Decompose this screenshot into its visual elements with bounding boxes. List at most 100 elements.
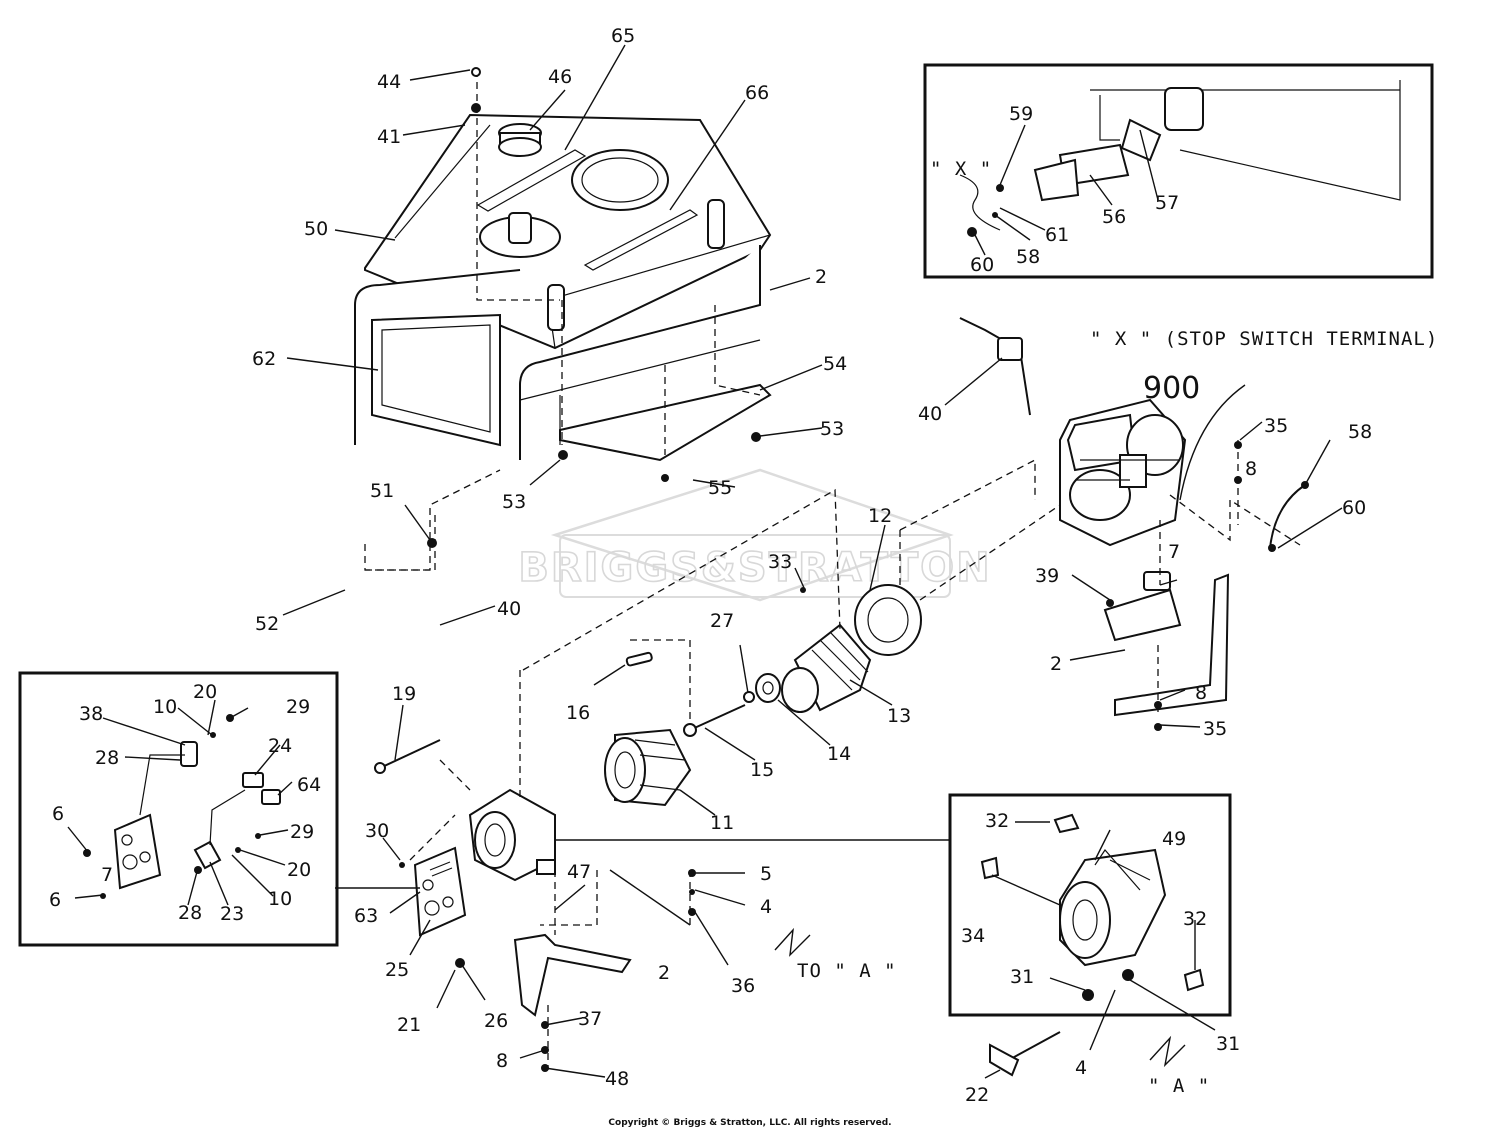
callout-2-bracket: 2	[1050, 653, 1062, 675]
callout-15: 15	[750, 759, 774, 781]
callout-65: 65	[611, 25, 635, 47]
thumb-screw	[989, 1031, 1061, 1077]
callout-to-a: TO " A "	[797, 960, 897, 982]
callout-50: 50	[304, 218, 328, 240]
callout-35-top: 35	[1264, 415, 1288, 437]
callout-64: 64	[297, 774, 321, 796]
frame	[354, 245, 761, 460]
control-panel-detail	[113, 741, 281, 890]
callout-16: 16	[566, 702, 590, 724]
brush	[625, 651, 653, 667]
callout-61: 61	[1045, 224, 1069, 246]
callout-x-inset: " X "	[930, 158, 992, 180]
callout-58-inset: 58	[1016, 246, 1040, 268]
callout-4-bottom: 4	[1075, 1057, 1087, 1079]
callout-28-top: 28	[95, 747, 119, 769]
callout-8-foot: 8	[496, 1050, 508, 1072]
callout-52: 52	[255, 613, 279, 635]
callout-19: 19	[392, 683, 416, 705]
copyright-notice: Copyright © Briggs & Stratton, LLC. All …	[608, 1118, 892, 1128]
callout-54: 54	[823, 353, 847, 375]
control-panel	[413, 846, 467, 937]
callout-63: 63	[354, 905, 378, 927]
callout-29-top: 29	[286, 696, 310, 718]
callout-21: 21	[397, 1014, 421, 1036]
callout-60-inset: 60	[970, 254, 994, 276]
callout-22: 22	[965, 1084, 989, 1106]
callout-8-bracket: 8	[1195, 682, 1207, 704]
front-frame-foot	[513, 933, 632, 1017]
ground-wire	[1268, 481, 1309, 552]
callout-40-harness: 40	[497, 598, 521, 620]
callout-14: 14	[827, 743, 851, 765]
callout-32-top: 32	[985, 810, 1009, 832]
leader-lines	[67, 44, 1343, 1079]
callout-38: 38	[79, 703, 103, 725]
callout-28-bottom: 28	[178, 902, 202, 924]
callout-6-top: 6	[52, 803, 64, 825]
callout-48: 48	[605, 1068, 629, 1090]
callout-10-top: 10	[153, 696, 177, 718]
callout-57: 57	[1155, 192, 1179, 214]
callout-13: 13	[887, 705, 911, 727]
callout-49: 49	[1162, 828, 1186, 850]
callout-37: 37	[578, 1008, 602, 1030]
callout-33: 33	[768, 551, 792, 573]
callout-31-left: 31	[1010, 966, 1034, 988]
inset-control-panel	[18, 671, 339, 947]
callout-56: 56	[1102, 206, 1126, 228]
callout-4-top: 4	[760, 896, 772, 918]
dashed-alignment-lines	[364, 70, 1301, 1070]
callout-labels: 44 41 46 65 66 50 2 62 54 53 53 55 51 52…	[49, 25, 1372, 1106]
callout-7-bracket: 7	[1168, 541, 1180, 563]
callout-46: 46	[548, 66, 572, 88]
callout-40-line: 40	[918, 403, 942, 425]
callout-8-top: 8	[1245, 458, 1257, 480]
callout-47: 47	[567, 861, 591, 883]
callout-41: 41	[377, 126, 401, 148]
callout-36: 36	[731, 975, 755, 997]
callout-55: 55	[708, 477, 732, 499]
model-number: 900	[1143, 371, 1200, 406]
watermark-logo: BRIGGS&STRATTON	[518, 468, 991, 602]
callout-7-panel: 7	[101, 864, 113, 886]
callout-29-bottom: 29	[290, 821, 314, 843]
callout-53-left: 53	[502, 491, 526, 513]
through-bolt	[683, 704, 746, 737]
exhaust-line	[959, 317, 1031, 416]
callout-a: " A "	[1148, 1075, 1210, 1097]
callout-2-frame: 2	[815, 266, 827, 288]
callout-27: 27	[710, 610, 734, 632]
callout-53-right: 53	[820, 418, 844, 440]
callout-51: 51	[370, 480, 394, 502]
fuel-cap	[498, 123, 542, 157]
callout-6-bottom: 6	[49, 889, 61, 911]
stop-switch-note: " X " (STOP SWITCH TERMINAL)	[1090, 328, 1438, 350]
callout-34: 34	[961, 925, 985, 947]
end-bell	[468, 788, 556, 882]
callout-44: 44	[377, 71, 401, 93]
callout-12: 12	[868, 505, 892, 527]
stator-ring	[854, 584, 922, 656]
mounting-plate	[559, 383, 772, 462]
callout-5: 5	[760, 863, 772, 885]
callout-60-wire: 60	[1342, 497, 1366, 519]
stop-switch-detail	[959, 80, 1401, 237]
bearing	[743, 673, 781, 703]
callout-26: 26	[484, 1010, 508, 1032]
stud-bolt	[374, 739, 441, 774]
watermark-text: BRIGGS&STRATTON	[518, 545, 991, 591]
stator	[604, 728, 692, 807]
callout-30: 30	[365, 820, 389, 842]
end-cover-detail	[980, 813, 1205, 992]
callout-35-bottom: 35	[1203, 718, 1227, 740]
callout-20-top: 20	[193, 681, 217, 703]
inset-end-cover	[948, 793, 1232, 1017]
callout-2-foot: 2	[658, 962, 670, 984]
engine	[1059, 398, 1187, 547]
callout-11: 11	[710, 812, 734, 834]
callout-66: 66	[745, 82, 769, 104]
callout-62: 62	[252, 348, 276, 370]
fastener-dots	[83, 67, 1242, 1072]
